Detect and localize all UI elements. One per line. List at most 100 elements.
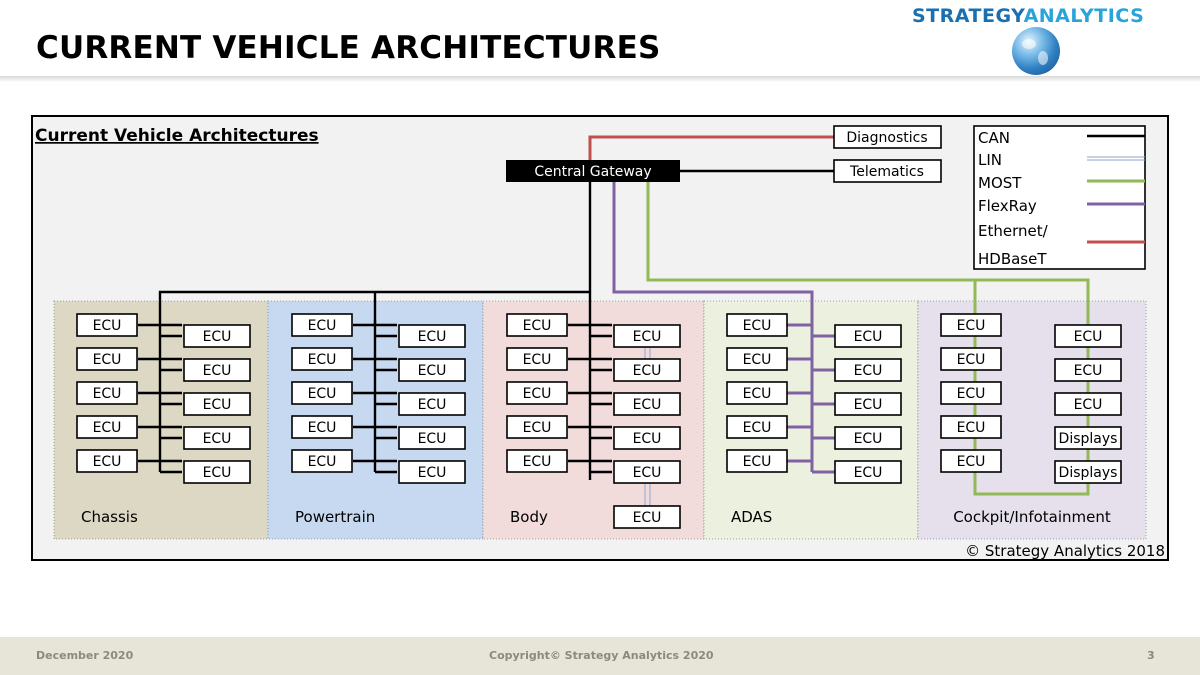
chassis-ecu-right-1-box [183,324,251,348]
footer-copyright: Copyright© Strategy Analytics 2020 [489,649,714,662]
page-number: 3 [1147,649,1155,662]
powertrain-ecu-right-1-label: ECU [418,329,447,345]
body-ecu-left-2-label: ECU [523,352,552,368]
body-ecu-right-4-box [613,426,681,450]
legend-most: MOST [978,174,1022,192]
powertrain-ecu-right-5-box [398,460,466,484]
body-ecu-right-4-label: ECU [633,431,662,447]
powertrain-ecu-right-3-box [398,392,466,416]
body-ecu-right-3-label: ECU [633,397,662,413]
chassis-ecu-right-4-box [183,426,251,450]
powertrain-label: Powertrain [295,508,375,526]
adas-ecu-left-5-box [726,449,788,473]
adas-ecu-right-2-box [834,358,902,382]
adas-label: ADAS [731,508,772,526]
adas-ecu-left-5-label: ECU [743,454,772,470]
chassis-ecu-left-2-label: ECU [93,352,122,368]
cockpit-displays-1-box [1054,426,1122,450]
adas-ecu-left-4-box [726,415,788,439]
ecu-boxes: ECU ECU ECU ECU ECU ECU ECU ECU ECU ECU ECU ECU ECU E… [76,313,1122,529]
brand-logo: STRATEGYANALYTICS [912,5,1144,27]
cockpit-ecu-left-2-label: ECU [957,352,986,368]
chassis-ecu-left-2-box [76,347,138,371]
brand-word-analytics: ANALYTICS [1023,5,1145,27]
chassis-ecu-right-1-label: ECU [203,329,232,345]
cockpit-ecu-right-3-box [1054,392,1122,416]
adas-ecu-right-3-label: ECU [854,397,883,413]
body-ecu-left-4-box [506,415,568,439]
ethernet-lines [588,135,834,160]
cockpit-ecu-left-4-label: ECU [957,420,986,436]
chassis-ecu-left-3-box [76,381,138,405]
body-ecu-right-5-label: ECU [633,465,662,481]
powertrain-ecu-right-5-label: ECU [418,465,447,481]
cockpit-ecu-right-2-label: ECU [1074,363,1103,379]
adas-flexray-bus [786,323,835,474]
cockpit-ecu-left-1-box [940,313,1002,337]
body-ecu-right-2-label: ECU [633,363,662,379]
body-ecu-left-5-label: ECU [523,454,552,470]
powertrain-ecu-left-5-box [291,449,353,473]
chassis-ecu-right-5-box [183,460,251,484]
architecture-diagram: Current Vehicle Architectures [31,115,1169,561]
diagnostics-label: Diagnostics [846,130,927,146]
cockpit-label: Cockpit/Infotainment [953,508,1111,526]
powertrain-ecu-right-1-box [398,324,466,348]
adas-ecu-right-3-box [834,392,902,416]
adas-ecu-right-5-box [834,460,902,484]
body-ecu-lin-label: ECU [633,510,662,526]
chassis-ecu-left-1-label: ECU [93,318,122,334]
brand-word-strategy: STRATEGY [912,5,1024,27]
chassis-ecu-right-2-box [183,358,251,382]
body-ecu-left-5-box [506,449,568,473]
adas-ecu-left-3-label: ECU [743,386,772,402]
legend-flexray: FlexRay [978,197,1037,215]
cockpit-most-ring [973,325,1090,496]
body-ecu-right-3-box [613,392,681,416]
can-backbone [158,169,834,480]
powertrain-ecu-right-3-label: ECU [418,397,447,413]
adas-ecu-right-5-label: ECU [854,465,883,481]
powertrain-ecu-left-4-box [291,415,353,439]
cockpit-ecu-left-3-label: ECU [957,386,986,402]
cockpit-ecu-left-1-label: ECU [957,318,986,334]
body-ecu-lin-box [613,505,681,529]
body-ecu-left-2-box [506,347,568,371]
diagram-title: Current Vehicle Architectures [35,126,319,146]
adas-ecu-left-3-box [726,381,788,405]
powertrain-ecu-left-1-box [291,313,353,337]
chassis-ecu-left-3-label: ECU [93,386,122,402]
powertrain-ecu-left-3-label: ECU [308,386,337,402]
telematics-label: Telematics [849,164,924,180]
chassis-ecu-left-5-box [76,449,138,473]
footer-bar: December 2020 Copyright© Strategy Analyt… [0,637,1200,675]
adas-ecu-left-2-box [726,347,788,371]
footer-date: December 2020 [36,649,134,662]
powertrain-ecu-left-3-box [291,381,353,405]
powertrain-ecu-right-2-box [398,358,466,382]
body-ecu-right-2-box [613,358,681,382]
adas-ecu-left-1-label: ECU [743,318,772,334]
powertrain-ecu-left-1-label: ECU [308,318,337,334]
cockpit-ecu-right-1-box [1054,324,1122,348]
chassis-ecu-right-3-box [183,392,251,416]
chassis-ecu-left-1-box [76,313,138,337]
adas-ecu-right-1-box [834,324,902,348]
powertrain-ecu-right-4-box [398,426,466,450]
cockpit-ecu-right-1-label: ECU [1074,329,1103,345]
body-can-bus [568,323,612,474]
adas-ecu-right-2-label: ECU [854,363,883,379]
adas-ecu-right-4-label: ECU [854,431,883,447]
cockpit-ecu-right-3-label: ECU [1074,397,1103,413]
chassis-label: Chassis [81,508,138,526]
cockpit-ecu-left-4-box [940,415,1002,439]
legend-can: CAN [978,129,1010,147]
chassis-ecu-right-5-label: ECU [203,465,232,481]
powertrain-can-bus [353,320,397,474]
chassis-ecu-left-4-box [76,415,138,439]
body-ecu-left-3-box [506,381,568,405]
body-ecu-right-1-label: ECU [633,329,662,345]
body-ecu-left-1-label: ECU [523,318,552,334]
powertrain-ecu-right-2-label: ECU [418,363,447,379]
chassis-ecu-right-2-label: ECU [203,363,232,379]
